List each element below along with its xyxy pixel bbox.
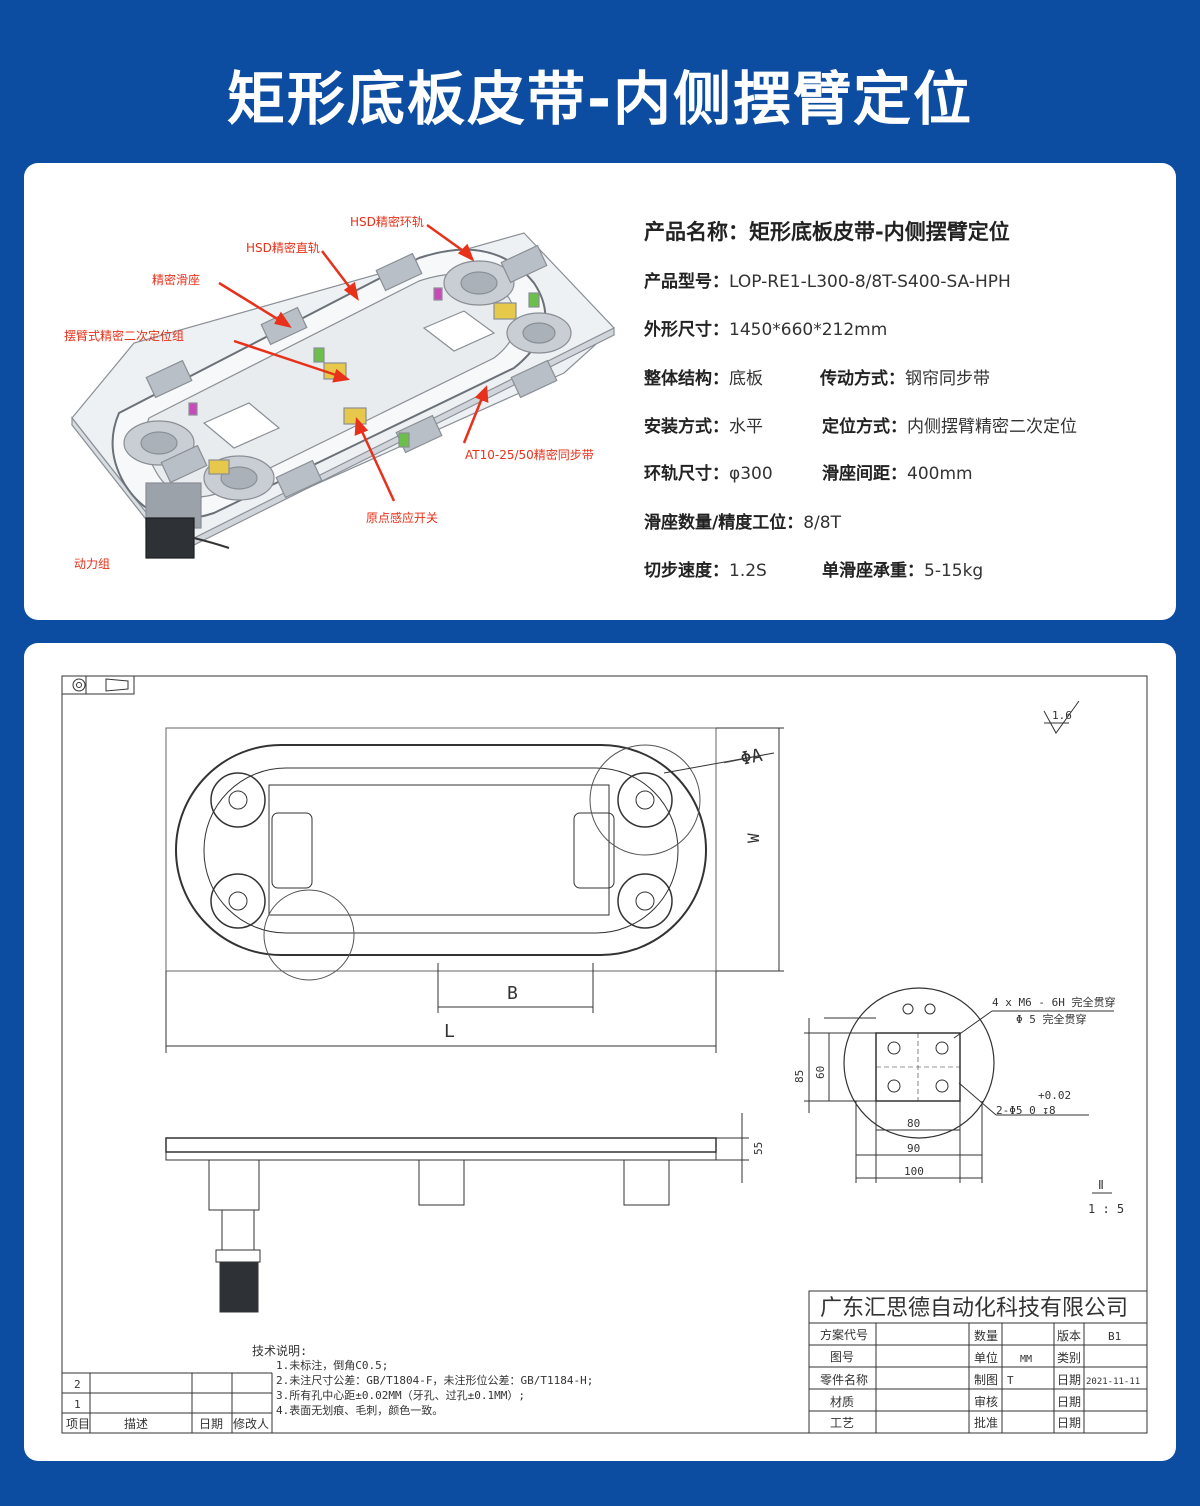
dim-b: B bbox=[507, 983, 518, 1004]
dim-60: 60 bbox=[814, 1066, 827, 1079]
spec-size: 外形尺寸：1450*660*212mm bbox=[644, 320, 888, 340]
tb-part-name: 零件名称 bbox=[820, 1372, 868, 1387]
rev-row-1: 1 bbox=[74, 1398, 81, 1411]
dim-85: 85 bbox=[793, 1070, 806, 1083]
callout-straight-rail: HSD精密直轨 bbox=[246, 241, 320, 255]
tb-date-2: 日期 bbox=[1057, 1395, 1081, 1409]
tb-category: 类别 bbox=[1057, 1351, 1081, 1365]
rev-date: 日期 bbox=[199, 1417, 223, 1431]
tech-title: 技术说明: bbox=[252, 1343, 307, 1358]
tb-drawing-no: 图号 bbox=[830, 1350, 854, 1364]
tech-note-2: 2.未注尺寸公差：GB/T1804-F，未注形位公差：GB/T1184-H; bbox=[276, 1373, 593, 1387]
tolerance: +0.02 bbox=[1038, 1089, 1071, 1102]
spec-name: 产品名称：矩形底板皮带-内侧摆臂定位 bbox=[644, 220, 1010, 244]
hole-note-3: 2-Φ5 0 ↧8 bbox=[996, 1104, 1056, 1117]
callout-arm-positioner: 摆臂式精密二次定位组 bbox=[64, 329, 185, 343]
spec-ring: 环轨尺寸：φ300 bbox=[644, 464, 773, 484]
tb-drawn-value: T bbox=[1007, 1374, 1014, 1387]
dim-90: 90 bbox=[907, 1142, 920, 1155]
detail-label: Ⅱ bbox=[1098, 1178, 1104, 1192]
drawing-card: ΦA W B L 55 1.6 4 x M6 - 6H 完全贯穿 Φ 5 完全贯… bbox=[24, 643, 1176, 1461]
spec-mount: 安装方式：水平 bbox=[644, 417, 763, 437]
tb-material: 材质 bbox=[830, 1395, 854, 1409]
dim-80: 80 bbox=[907, 1117, 920, 1130]
dim-phi-a: ΦA bbox=[739, 745, 765, 770]
roughness-value: 1.6 bbox=[1052, 709, 1072, 722]
spec-count: 滑座数量/精度工位：8/8T bbox=[644, 513, 841, 533]
tech-note-3: 3.所有孔中心距±0.02MM（牙孔、过孔±0.1MM）; bbox=[276, 1388, 525, 1402]
spec-load: 单滑座承重：5-15kg bbox=[822, 561, 984, 581]
technical-drawing: ΦA W B L 55 1.6 4 x M6 - 6H 完全贯穿 Φ 5 完全贯… bbox=[61, 675, 1148, 1434]
spec-pitch: 滑座间距：400mm bbox=[822, 464, 973, 484]
detail-scale: 1 : 5 bbox=[1088, 1202, 1124, 1216]
tech-note-4: 4.表面无划痕、毛刺，颜色一致。 bbox=[276, 1403, 443, 1417]
tb-qty: 数量 bbox=[974, 1328, 998, 1343]
page-title: 矩形底板皮带-内侧摆臂定位 bbox=[226, 65, 974, 133]
tb-unit: 单位 bbox=[974, 1350, 998, 1365]
spec-model: 产品型号：LOP-RE1-L300-8/8T-S400-SA-HPH bbox=[644, 272, 1011, 292]
spec-structure: 整体结构：底板 bbox=[644, 369, 763, 389]
spec-drive: 传动方式：钢帘同步带 bbox=[820, 369, 990, 389]
tb-unit-value: MM bbox=[1020, 1354, 1032, 1365]
tech-note-1: 1.未标注，倒角C0.5; bbox=[276, 1358, 388, 1372]
tb-drawn: 制图 bbox=[974, 1373, 998, 1387]
tb-approve: 批准 bbox=[974, 1415, 998, 1430]
company-name: 广东汇思德自动化科技有限公司 bbox=[820, 1296, 1128, 1321]
rev-item: 项目 bbox=[66, 1417, 90, 1431]
tb-project-code: 方案代号 bbox=[820, 1327, 868, 1342]
product-card: HSD精密环轨 HSD精密直轨 精密滑座 摆臂式精密二次定位组 AT10-25/… bbox=[24, 163, 1176, 620]
callout-power: 动力组 bbox=[74, 557, 111, 571]
spec-speed: 切步速度：1.2S bbox=[644, 561, 767, 581]
product-illustration bbox=[71, 223, 615, 559]
tb-version-value: B1 bbox=[1108, 1330, 1121, 1343]
tb-date: 日期 bbox=[1057, 1373, 1081, 1387]
callout-home-switch: 原点感应开关 bbox=[366, 511, 439, 525]
callout-slider: 精密滑座 bbox=[152, 273, 201, 287]
callout-ring-rail: HSD精密环轨 bbox=[350, 215, 424, 229]
tb-version: 版本 bbox=[1057, 1329, 1081, 1343]
tb-date-3: 日期 bbox=[1057, 1416, 1081, 1430]
callout-belt: AT10-25/50精密同步带 bbox=[465, 448, 594, 462]
tb-date-value: 2021-11-11 bbox=[1086, 1377, 1140, 1387]
tb-process: 工艺 bbox=[830, 1416, 854, 1430]
tb-review: 审核 bbox=[974, 1394, 998, 1409]
dim-l: L bbox=[444, 1021, 455, 1042]
hole-note-2: Φ 5 完全贯穿 bbox=[1016, 1012, 1087, 1026]
hole-note-1: 4 x M6 - 6H 完全贯穿 bbox=[992, 995, 1115, 1009]
spec-position: 定位方式：内侧摆臂精密二次定位 bbox=[822, 417, 1077, 437]
rev-desc: 描述 bbox=[124, 1417, 148, 1431]
rev-row-2: 2 bbox=[74, 1378, 81, 1391]
dim-100: 100 bbox=[904, 1165, 924, 1178]
dim-55: 55 bbox=[752, 1142, 765, 1155]
dim-w: W bbox=[744, 833, 763, 843]
rev-editor: 修改人 bbox=[233, 1416, 269, 1431]
